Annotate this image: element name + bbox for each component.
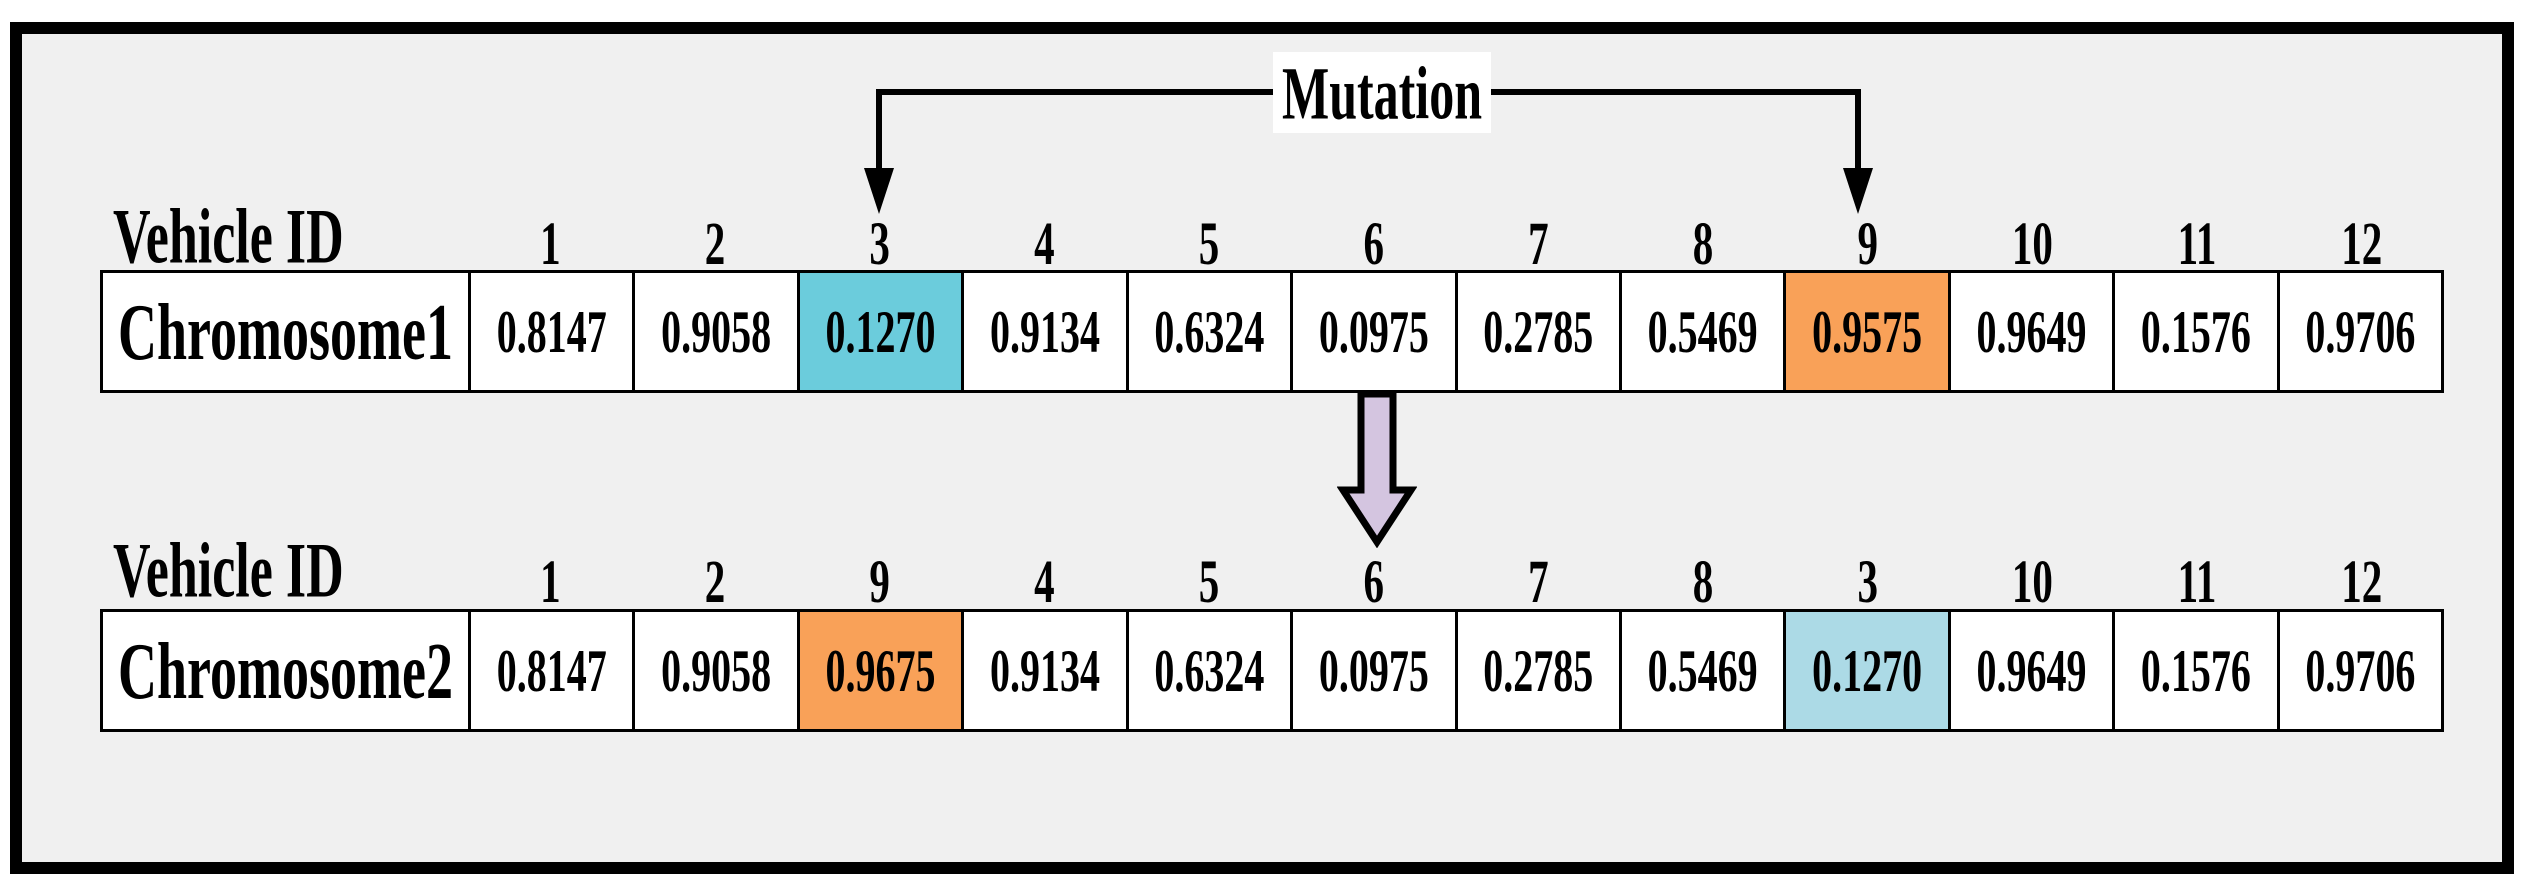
chromosome1-cell-8: 0.5469: [1618, 273, 1783, 390]
row1-vehicle-number-12: 12: [2341, 208, 2383, 278]
chromosome2-cell-9-highlighted: 0.1270: [1783, 612, 1948, 729]
chromosome1-table: Chromosome1 0.8147 0.9058 0.1270 0.9134 …: [100, 270, 2444, 393]
row2-vehicle-number-11: 11: [2177, 546, 2217, 616]
chromosome2-table: Chromosome2 0.8147 0.9058 0.9675 0.9134 …: [100, 609, 2444, 732]
row1-vehicle-number-1: 1: [540, 208, 561, 278]
figure-border: [10, 22, 2514, 874]
chromosome2-label-cell: Chromosome2: [118, 625, 453, 716]
row1-vehicle-id-label: Vehicle ID: [113, 194, 344, 280]
row2-vehicle-number-7: 7: [1528, 546, 1549, 616]
mutation-label: Mutation: [1273, 50, 1491, 135]
chromosome1-cell-6: 0.0975: [1290, 273, 1454, 390]
mutation-label-text: Mutation: [1282, 50, 1482, 135]
chromosome2-cell-5: 0.6324: [1125, 612, 1290, 729]
row1-vehicle-number-9: 9: [1857, 208, 1878, 278]
row2-vehicle-number-2: 2: [704, 546, 726, 616]
chromosome1-cell-5: 0.6324: [1125, 273, 1290, 390]
mutation-connector-left-drop: [876, 89, 882, 170]
row1-vehicle-number-2: 2: [704, 208, 726, 278]
row1-vehicle-number-11: 11: [2177, 208, 2217, 278]
row2-vehicle-number-8: 8: [1692, 546, 1714, 616]
row1-vehicle-number-5: 5: [1198, 208, 1220, 278]
row2-vehicle-number-6: 6: [1363, 546, 1384, 616]
chromosome2-cell-11: 0.1576: [2112, 612, 2276, 729]
chromosome1-cell-3-highlighted: 0.1270: [796, 273, 962, 390]
row2-vehicle-number-9: 9: [869, 546, 890, 616]
chromosome1-cell-12: 0.9706: [2276, 273, 2441, 390]
row2-vehicle-numbers: 1 2 9 4 5 6 7 8 3 10 11 12: [468, 546, 2444, 616]
chromosome2-cell-2: 0.9058: [632, 612, 796, 729]
row2-vehicle-number-4: 4: [1034, 546, 1055, 616]
row1-vehicle-number-3: 3: [869, 208, 890, 278]
chromosome1-cell-10: 0.9649: [1947, 273, 2112, 390]
chromosome2-cell-4: 0.9134: [961, 612, 1125, 729]
chromosome2-cell-7: 0.2785: [1454, 612, 1619, 729]
chromosome2-cell-6: 0.0975: [1290, 612, 1454, 729]
chromosome1-cell-11: 0.1576: [2112, 273, 2276, 390]
row2-vehicle-number-12: 12: [2341, 546, 2383, 616]
transform-down-arrow-icon: [1337, 390, 1417, 548]
chromosome1-cell-4: 0.9134: [961, 273, 1125, 390]
chromosome2-cell-1: 0.8147: [468, 612, 632, 729]
row1-vehicle-number-4: 4: [1034, 208, 1055, 278]
row2-vehicle-number-1: 1: [540, 546, 561, 616]
chromosome2-cell-10: 0.9649: [1947, 612, 2112, 729]
mutation-connector-right-drop: [1855, 89, 1861, 170]
row1-vehicle-numbers: 1 2 3 4 5 6 7 8 9 10 11 12: [468, 208, 2444, 278]
row2-vehicle-number-5: 5: [1198, 546, 1220, 616]
row1-vehicle-number-7: 7: [1528, 208, 1549, 278]
row1-vehicle-number-10: 10: [2011, 208, 2053, 278]
chromosome2-cell-3-highlighted: 0.9675: [796, 612, 962, 729]
chromosome2-cell-8: 0.5469: [1618, 612, 1783, 729]
row2-vehicle-number-3: 3: [1857, 546, 1878, 616]
mutation-arrowhead-left-icon: [864, 168, 894, 214]
chromosome2-cell-12: 0.9706: [2276, 612, 2441, 729]
chromosome1-label-cell: Chromosome1: [118, 286, 453, 377]
row2-vehicle-id-label: Vehicle ID: [113, 528, 344, 614]
chromosome1-cell-2: 0.9058: [632, 273, 796, 390]
chromosome1-cell-7: 0.2785: [1454, 273, 1619, 390]
chromosome1-cell-9-highlighted: 0.9575: [1783, 273, 1948, 390]
row1-vehicle-number-8: 8: [1692, 208, 1714, 278]
mutation-arrowhead-right-icon: [1843, 168, 1873, 214]
chromosome1-cell-1: 0.8147: [468, 273, 632, 390]
row2-vehicle-number-10: 10: [2011, 546, 2053, 616]
row1-vehicle-number-6: 6: [1363, 208, 1384, 278]
